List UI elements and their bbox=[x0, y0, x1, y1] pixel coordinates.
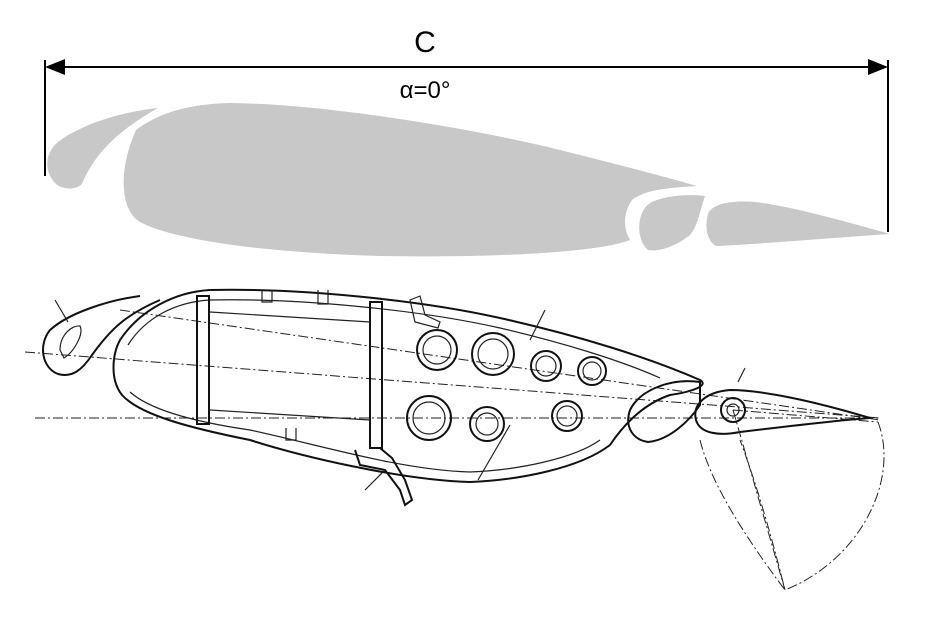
fitting bbox=[285, 428, 297, 441]
reference-line bbox=[24, 351, 881, 419]
leader-line bbox=[364, 469, 386, 491]
fitting bbox=[317, 290, 329, 305]
wing-structure-drawing bbox=[24, 288, 885, 591]
deflected-flap bbox=[699, 439, 786, 591]
leader-line bbox=[737, 367, 746, 383]
flap-bracket bbox=[354, 447, 414, 507]
main-box-outline bbox=[112, 288, 704, 484]
flap-2-outline bbox=[694, 388, 871, 435]
actuator-rod bbox=[477, 424, 511, 481]
lightening-holes bbox=[406, 329, 607, 442]
flap-1-outline bbox=[627, 380, 701, 444]
flap-line bbox=[119, 309, 881, 421]
leader-line bbox=[529, 309, 546, 341]
rear-spar bbox=[369, 301, 383, 449]
airfoil-top bbox=[47, 103, 890, 257]
fitting bbox=[261, 290, 273, 303]
slat-hook bbox=[59, 325, 82, 359]
slat-outline bbox=[42, 295, 161, 376]
flap-hinge bbox=[720, 397, 746, 423]
flap-arc bbox=[784, 421, 885, 591]
front-spar bbox=[196, 295, 210, 425]
slat bbox=[47, 108, 158, 189]
rib-line bbox=[209, 409, 371, 421]
chord-dimension: C α=0° bbox=[44, 26, 889, 232]
flap-radius-line bbox=[732, 409, 786, 591]
flap-radius-line bbox=[732, 409, 879, 423]
inner-skin-bottom bbox=[129, 391, 601, 473]
inner-skin-top bbox=[127, 299, 661, 379]
chord-label: C bbox=[414, 26, 436, 59]
main-element bbox=[123, 103, 697, 257]
leader-line bbox=[54, 299, 69, 323]
angle-label: α=0° bbox=[400, 77, 451, 104]
flap-2 bbox=[706, 201, 890, 246]
flap-1 bbox=[639, 195, 705, 251]
rib-line bbox=[209, 311, 371, 323]
fitting bbox=[409, 295, 441, 329]
